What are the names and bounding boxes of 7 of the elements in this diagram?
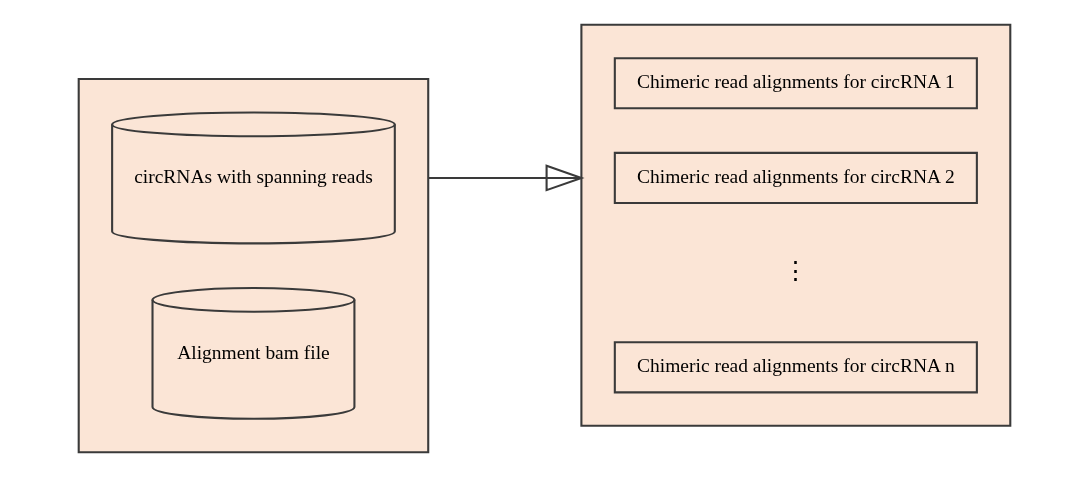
node-box: Chimeric read alignments for circRNA 2 (613, 151, 978, 205)
node-box: Chimeric read alignments for circRNA 1 (613, 57, 978, 110)
arrow (427, 164, 585, 192)
node-box: Chimeric read alignments for circRNA n (613, 341, 978, 394)
cluster (579, 23, 1011, 427)
cluster (77, 78, 429, 454)
label: ⋮ (782, 256, 808, 284)
